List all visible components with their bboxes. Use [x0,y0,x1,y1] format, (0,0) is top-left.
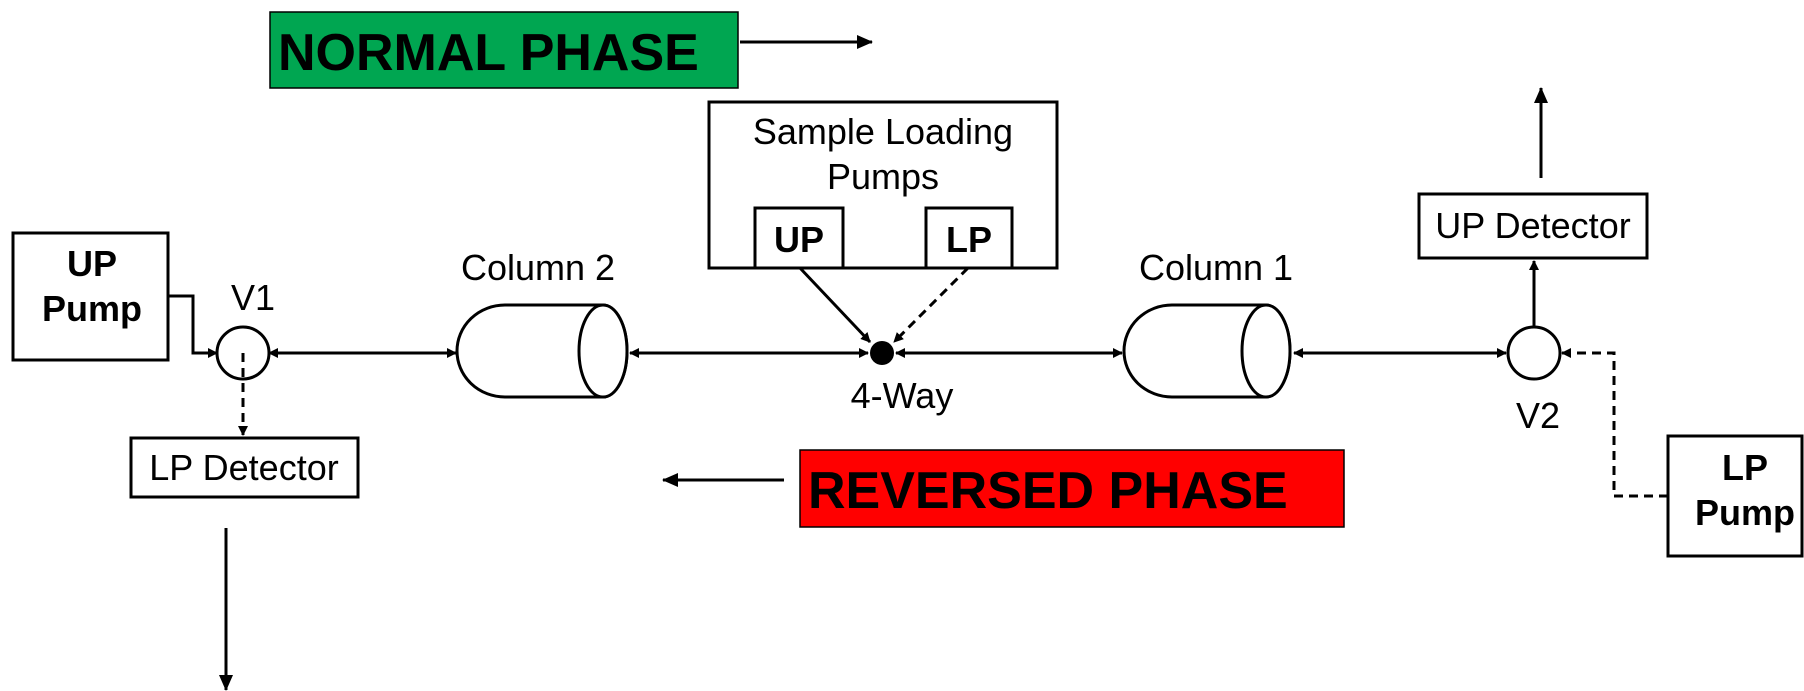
column-2: Column 2 [455,247,629,399]
sample-up-to-4way-line [798,266,872,344]
valve-v2 [1506,325,1562,381]
normal-phase-label: NORMAL PHASE [278,24,699,82]
column-1: Column 1 [1122,247,1293,399]
lp-pump-label-line1: LP [1722,447,1768,488]
sample-loading-pumps: Sample Loading Pumps UP LP [707,100,1059,270]
column-1-label: Column 1 [1139,247,1293,288]
lp-pump: LP Pump [1666,434,1804,558]
up-pump-to-v1-line [168,294,218,358]
sample-lp-pump-label: LP [946,219,992,260]
up-pump-label-line1: UP [67,243,117,284]
up-detector-label: UP Detector [1435,205,1630,246]
four-way-junction [870,341,894,365]
reversed-phase-label: REVERSED PHASE [808,462,1288,520]
sample-lp-to-4way-line [892,266,970,344]
column-2-label: Column 2 [461,247,615,288]
lp-detector: LP Detector [129,436,360,499]
valve-v2-label: V2 [1516,395,1560,436]
up-detector: UP Detector [1417,192,1649,260]
sample-up-pump [753,206,845,270]
reversed-phase-banner: REVERSED PHASE [799,449,1345,528]
sample-loading-title-line1: Sample Loading [753,111,1013,152]
lp-pump-to-v2-line [1561,348,1668,498]
valve-v1-label: V1 [231,277,275,318]
up-pump-label-line2: Pump [42,288,142,329]
up-pump: UP Pump [11,231,170,362]
sample-up-pump-label: UP [774,219,824,260]
lp-detector-label: LP Detector [149,447,338,488]
sample-lp-pump [924,206,1014,270]
sample-loading-title-line2: Pumps [827,156,939,197]
normal-phase-background [269,11,739,89]
normal-phase-banner: NORMAL PHASE [269,11,739,89]
reversed-phase-background [799,449,1345,528]
lp-pump-label-line2: Pump [1695,492,1795,533]
four-way-label: 4-Way [851,375,954,416]
